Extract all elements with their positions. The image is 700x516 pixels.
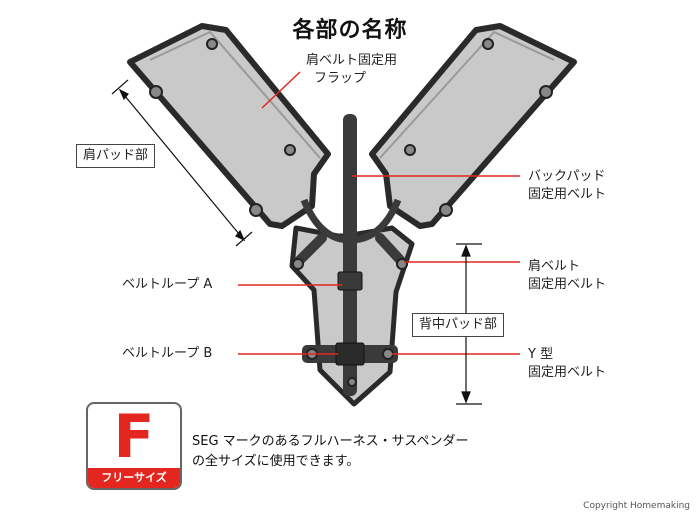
label-belt-loop-b: ベルトループ B: [122, 346, 213, 361]
label-back-pad: 背中パッド部: [412, 313, 505, 337]
label-y-belt: Y 型 固定用ベルト: [528, 347, 607, 380]
note-line-2: の全サイズに使用できます。: [192, 454, 360, 469]
left-shoulder-pad: [127, 23, 331, 229]
copyright: Copyright Homemaking: [583, 501, 690, 511]
label-belt-loop-a: ベルトループ A: [122, 277, 213, 292]
leader-lines: [238, 71, 520, 355]
label-shoulder-pad: 肩パッド部: [76, 144, 156, 168]
free-size-badge: F フリーサイズ: [86, 402, 182, 490]
badge-band-label: フリーサイズ: [88, 468, 180, 488]
belt-loop-b: [335, 342, 365, 366]
rivets: [149, 38, 553, 387]
label-shoulder-belt-fixing: 肩ベルト 固定用ベルト: [528, 259, 607, 292]
label-back-pad-fixing-belt: バックパッド 固定用ベルト: [528, 169, 607, 202]
badge-letter: F: [113, 402, 155, 472]
note-line-1: SEG マークのあるフルハーネス・サスペンダー: [192, 434, 469, 449]
shoulder-belt-strap-right: [375, 233, 407, 267]
belt-loop-a: [337, 271, 363, 291]
shoulder-belt-strap-left: [293, 233, 327, 267]
label-shoulder-belt-flap: 肩ベルト固定用 フラップ: [306, 53, 398, 86]
shoulder-pad-dimension: [111, 79, 253, 247]
page-title: 各部の名称: [292, 18, 408, 43]
leader-shoulder-flap: [261, 71, 301, 109]
center-strap: [343, 114, 357, 396]
compatibility-note: SEG マークのあるフルハーネス・サスペンダー の全サイズに使用できます。: [192, 432, 469, 472]
